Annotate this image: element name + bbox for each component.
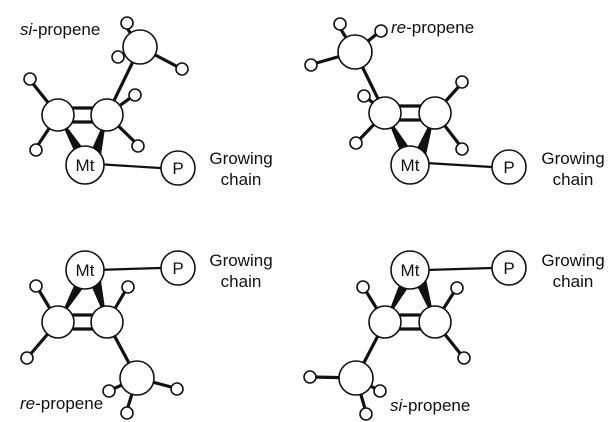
metal-center xyxy=(65,250,105,290)
polymer-label: P xyxy=(172,259,183,278)
growing-chain-label-line2: chain xyxy=(553,170,594,189)
stereo-face-label: si-propene xyxy=(390,396,470,415)
polymer-bead xyxy=(160,150,196,186)
growing-chain-label-line2: chain xyxy=(221,272,262,291)
stereo-face-label: re-propene xyxy=(391,18,474,37)
stereo-face-label: re-propene xyxy=(20,394,103,413)
polymer-bead xyxy=(160,250,196,286)
growing-chain-label-line2: chain xyxy=(553,272,594,291)
panel-top-left: Mt P Growing chain si-propene xyxy=(20,16,273,189)
growing-chain-label-line2: chain xyxy=(221,170,262,189)
growing-chain-label-line1: Growing xyxy=(209,251,272,270)
metal-label: Mt xyxy=(76,156,95,175)
metal-label: Mt xyxy=(401,261,420,280)
polymer-bead xyxy=(491,149,527,185)
panel-bottom-left: Mt P Growing chain re-propene xyxy=(20,250,273,420)
growing-chain-label-line1: Growing xyxy=(209,149,272,168)
metal-label: Mt xyxy=(401,156,420,175)
metal-center xyxy=(390,145,430,185)
stereo-face-label: si-propene xyxy=(20,20,100,39)
polymer-bead xyxy=(491,250,527,286)
growing-chain-label-line1: Growing xyxy=(541,149,604,168)
panel-top-right: Mt P Growing chain re-propene xyxy=(304,17,605,189)
polymer-label: P xyxy=(172,159,183,178)
panel-bottom-right: Mt P Growing chain si-propene xyxy=(303,250,605,421)
polymer-label: P xyxy=(503,259,514,278)
metal-center xyxy=(390,250,430,290)
metal-label: Mt xyxy=(76,261,95,280)
polymer-label: P xyxy=(503,158,514,177)
metal-center xyxy=(65,145,105,185)
growing-chain-label-line1: Growing xyxy=(541,251,604,270)
